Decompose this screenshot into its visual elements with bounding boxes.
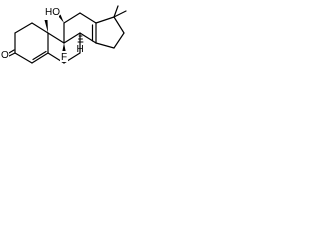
keto-label: O [1, 50, 9, 61]
bond-c3-c4 [14, 52, 33, 64]
bond-c1-c2 [14, 22, 33, 34]
fluoro-label-bg [60, 51, 68, 62]
bond-c14-c8 [79, 32, 97, 44]
hydroxyl-label-bg [44, 6, 59, 17]
bond-c9-c8 [63, 32, 81, 44]
wedge-c9-f [62, 43, 66, 52]
wedge-c10-methyl [44, 20, 48, 33]
bond-c17-c16 [113, 16, 125, 34]
bond-c10-c1 [31, 22, 49, 34]
hydroxyl-label: HO [45, 7, 60, 18]
bond-c3-o-double [8, 49, 15, 54]
fluoro-label: F [61, 52, 67, 63]
bond-c15-c14 [95, 42, 115, 49]
steroid-structure: HO F O H [1, 5, 127, 64]
bond-c11-c12 [63, 12, 81, 24]
bond-c12-c13 [79, 12, 97, 24]
bond-c17-methyl-b [113, 10, 127, 18]
bond-c4-c5 [31, 52, 49, 64]
stereo-h8-label: H [77, 44, 84, 55]
bond-c3-o [8, 52, 16, 57]
bond-c17-methyl-a [113, 5, 119, 18]
bond-c4-c5-double [32, 50, 47, 61]
bond-c13-c17 [95, 16, 115, 24]
wedge-c11-oh [58, 14, 64, 23]
keto-label-bg [1, 48, 9, 59]
bond-c16-c15 [113, 32, 125, 49]
bond-c10-c9 [47, 32, 65, 44]
